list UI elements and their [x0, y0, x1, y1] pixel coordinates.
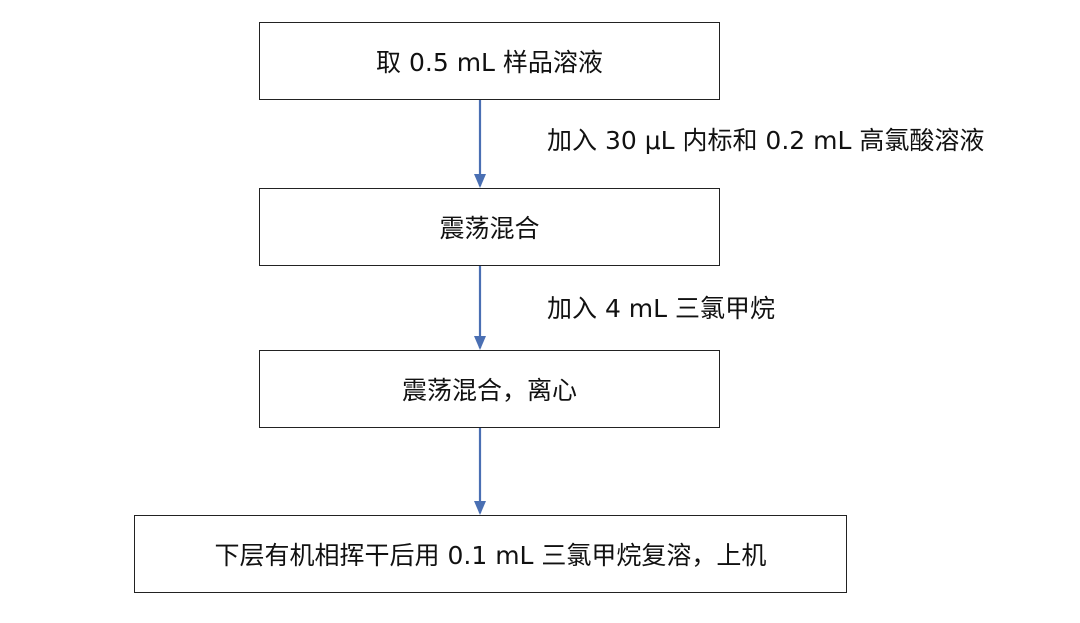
step-box-3: 震荡混合，离心: [259, 350, 720, 428]
arrowhead-3: [474, 501, 486, 515]
arrow-label-2: 加入 4 mL 三氯甲烷: [547, 294, 776, 323]
step-box-2: 震荡混合: [259, 188, 720, 266]
step-text-4: 下层有机相挥干后用 0.1 mL 三氯甲烷复溶，上机: [214, 541, 767, 570]
step-text-2: 震荡混合: [439, 214, 540, 243]
arrowhead-1: [474, 174, 486, 188]
step-text-1: 取 0.5 mL 样品溶液: [376, 48, 603, 77]
step-text-3: 震荡混合，离心: [401, 376, 577, 405]
step-box-1: 取 0.5 mL 样品溶液: [259, 22, 720, 100]
arrow-label-1: 加入 30 μL 内标和 0.2 mL 高氯酸溶液: [547, 126, 985, 155]
arrowhead-2: [474, 336, 486, 350]
step-box-4: 下层有机相挥干后用 0.1 mL 三氯甲烷复溶，上机: [134, 515, 847, 593]
